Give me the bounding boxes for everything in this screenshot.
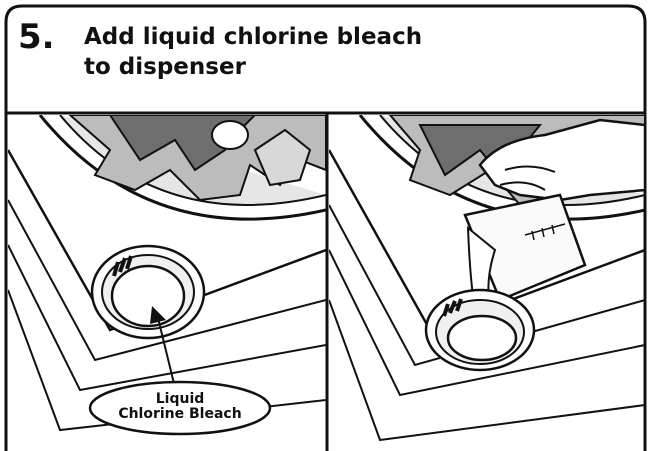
callout-line-2: Chlorine Bleach — [118, 406, 242, 422]
step-title-line-1: Add liquid chlorine bleach — [84, 24, 423, 50]
left-panel — [8, 115, 326, 436]
step-number: 5. — [18, 17, 55, 57]
dispenser-opening — [110, 264, 186, 328]
callout-line-1: Liquid — [155, 391, 205, 407]
callout-label: Liquid Chlorine Bleach — [105, 392, 255, 422]
callout-bubble — [88, 380, 272, 436]
step-title-line-2: to dispenser — [84, 54, 246, 80]
hand-shape — [478, 118, 644, 202]
right-panel — [329, 115, 644, 442]
